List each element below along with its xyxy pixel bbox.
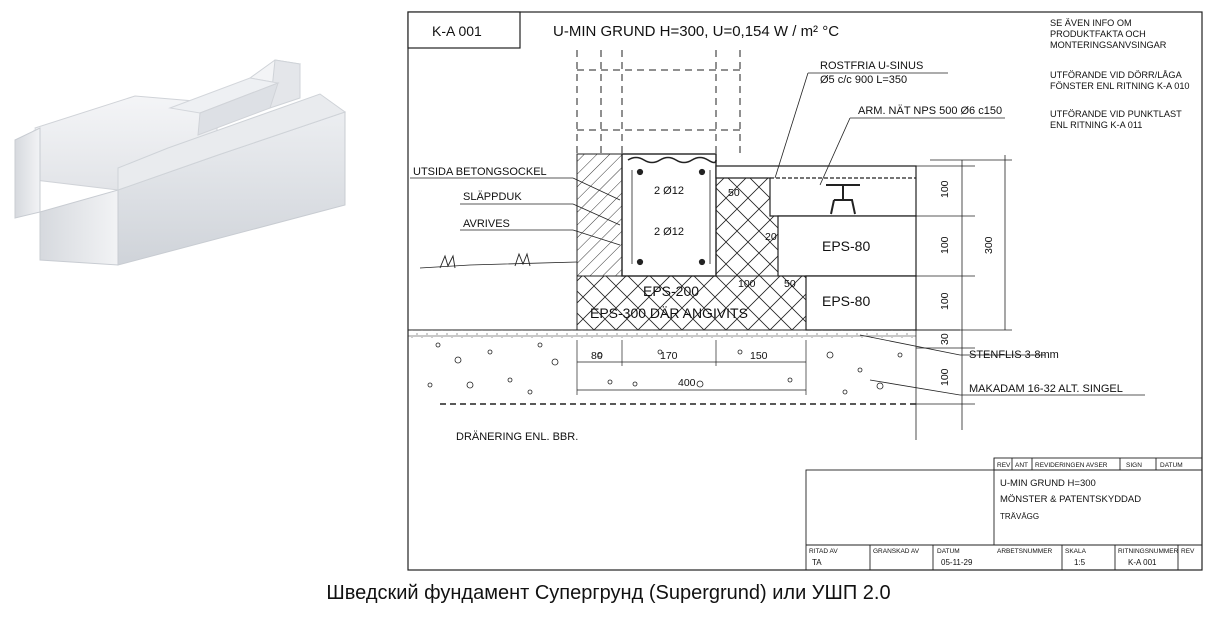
rev-header: DATUM (1160, 462, 1183, 469)
illustration: K-A 001 U-MIN GRUND H=300, U=0,154 W / m… (14, 11, 1203, 571)
dim-label: 300 (983, 236, 995, 254)
granskad-label: GRANSKAD AV (873, 548, 920, 555)
dim-label: 170 (660, 350, 678, 362)
label-rostfria-spec: Ø5 c/c 900 L=350 (820, 74, 907, 86)
dim-label: 30 (939, 333, 951, 345)
note-line: MONTERINGSANVSINGAR (1050, 40, 1167, 50)
skala-label: SKALA (1065, 548, 1087, 555)
rev-header: ANT (1015, 462, 1028, 469)
label-slappduk: SLÄPPDUK (463, 191, 522, 203)
dim-label: 20 (765, 231, 777, 243)
title-block (805, 457, 1203, 571)
drawing-title: U-MIN GRUND H=300, U=0,154 W / m² °C (553, 23, 839, 40)
rev-label: REV (1181, 548, 1195, 555)
datum-label: DATUM (937, 548, 960, 555)
note-line: ENL RITNING K-A 011 (1050, 120, 1142, 130)
label-dranering: DRÄNERING ENL. BBR. (456, 431, 578, 443)
note-line: FÖNSTER ENL RITNING K-A 010 (1050, 81, 1190, 91)
label-utsida: UTSIDA BETONGSOCKEL (413, 166, 547, 178)
dim-label: 100 (738, 278, 756, 290)
dim-label: 50 (784, 278, 796, 290)
dim-label: 150 (750, 350, 768, 362)
skala-value: 1:5 (1074, 558, 1086, 567)
dim-label: 100 (939, 180, 951, 198)
datum-value: 05-11-29 (941, 558, 973, 567)
titleblock-line2: MÖNSTER & PATENTSKYDDAD (1000, 494, 1141, 505)
dim-label: 100 (939, 368, 951, 386)
dim-label: 80 (591, 350, 603, 362)
dim-label: 100 (939, 292, 951, 310)
rev-header: REVIDERINGEN AVSER (1035, 462, 1108, 469)
ritad-av-label: RITAD AV (809, 548, 838, 555)
label-eps80-upper: EPS-80 (822, 238, 870, 254)
label-eps80-lower: EPS-80 (822, 293, 870, 309)
note-line: UTFÖRANDE VID PUNKTLAST (1050, 109, 1182, 119)
label-rebar-top: 2 Ø12 (654, 185, 684, 197)
caption: Шведский фундамент Супергрунд (Supergrun… (326, 582, 891, 604)
note-line: UTFÖRANDE VID DÖRR/LÅGA (1050, 70, 1183, 80)
rev-header: SIGN (1126, 462, 1142, 469)
titleblock-line1: U-MIN GRUND H=300 (1000, 478, 1096, 489)
dim-label: 50 (728, 187, 740, 199)
drawing-code-box (407, 11, 521, 49)
rev-header: REV (997, 462, 1011, 469)
note-line: SE ÄVEN INFO OM (1050, 18, 1132, 28)
arbetsnummer-label: ARBETSNUMMER (997, 548, 1053, 555)
revision-headers: REV ANT REVIDERINGEN AVSER SIGN DATUM (997, 462, 1183, 469)
dimensions: 50 20 100 50 80 170 150 400 100 100 100 … (591, 180, 995, 389)
notes: SE ÄVEN INFO OM PRODUKTFAKTA OCH MONTERI… (1050, 18, 1190, 130)
label-stenflis: STENFLIS 3-8mm (969, 349, 1059, 361)
ritad-av: TA (812, 558, 822, 567)
label-eps200: EPS-200 (643, 283, 699, 299)
label-arm: ARM. NÄT NPS 500 Ø6 c150 (858, 105, 1002, 117)
dim-label: 100 (939, 236, 951, 254)
dim-label: 400 (678, 377, 696, 389)
foundation-section (408, 50, 1145, 440)
label-eps300: EPS-300 DÄR ANGIVITS (590, 305, 748, 321)
drawing-code: K-A 001 (432, 23, 482, 39)
titleblock-line3: TRÄVÄGG (1000, 512, 1039, 521)
eps-block-3d (14, 59, 347, 266)
label-rostfria: ROSTFRIA U-SINUS (820, 60, 923, 72)
label-makadam: MAKADAM 16-32 ALT. SINGEL (969, 383, 1123, 395)
ritningsnummer-label: RITNINGSNUMMER (1118, 548, 1179, 555)
note-line: PRODUKTFAKTA OCH (1050, 29, 1146, 39)
label-rebar-bottom: 2 Ø12 (654, 226, 684, 238)
ritningsnummer-value: K-A 001 (1128, 558, 1157, 567)
label-avrives: AVRIVES (463, 218, 510, 230)
